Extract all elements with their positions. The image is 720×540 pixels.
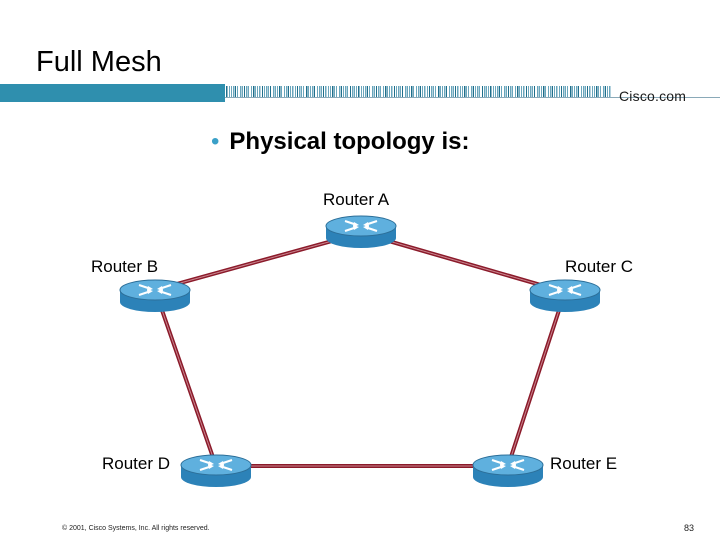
header-band-stripes — [226, 86, 611, 98]
router-c-label: Router C — [565, 257, 634, 276]
router-e-label: Router E — [550, 454, 618, 473]
page-number: 83 — [684, 523, 695, 533]
bullet-item: • Physical topology is: — [211, 128, 469, 156]
router-e-icon — [472, 454, 544, 488]
header-band-solid — [0, 84, 225, 102]
slide-title: Full Mesh — [36, 46, 162, 78]
bullet-text: Physical topology is: — [229, 128, 470, 155]
cisco-logo: Cisco.com — [619, 88, 687, 104]
copyright-footer: © 2001, Cisco Systems, Inc. All rights r… — [62, 525, 210, 532]
router-b-label: Router B — [91, 257, 159, 276]
router-c-icon — [529, 279, 601, 313]
router-d-label: Router D — [102, 454, 171, 473]
router-a-icon — [325, 215, 397, 249]
header-band — [0, 84, 720, 102]
router-d-icon — [180, 454, 252, 488]
router-b-icon — [119, 279, 191, 313]
bullet-dot-icon: • — [211, 128, 220, 155]
router-a-label: Router A — [323, 190, 390, 209]
